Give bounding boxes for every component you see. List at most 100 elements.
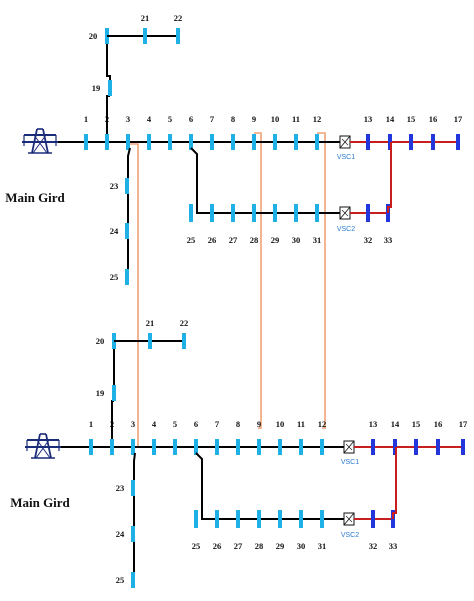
tie-line-3 [128,143,139,448]
lateral-bus-label-28: 28 [250,235,259,245]
bus-label-12: 12 [318,419,327,429]
bus-7 [210,134,214,150]
bus-22 [176,28,180,44]
lateral-3-25-line [133,452,136,580]
bus-label-3: 3 [126,114,130,124]
dc-bus-16 [436,439,440,455]
bus-9 [252,134,256,150]
bus-label-7: 7 [215,419,220,429]
bus-label-9: 9 [257,419,261,429]
bus-label-20: 20 [96,336,105,346]
bus-label-5: 5 [168,114,172,124]
lateral-bus-26 [210,204,214,222]
vsc2-converter-icon [339,206,351,220]
bus-12 [315,134,319,150]
vsc-mark [345,515,353,523]
bus-6 [189,134,193,150]
bus-label-4: 4 [147,114,152,124]
dc-bus-15 [414,439,418,455]
tower-brace-2 [32,134,47,154]
tie-line-12 [317,132,326,429]
lateral-3-25-line [127,147,131,277]
tower-brace-1 [36,439,51,459]
dc-line-14-33 [387,142,392,213]
bus-5 [173,439,177,455]
dc-bus-16 [431,134,435,150]
bus-label-10: 10 [271,114,280,124]
vsc-mark [341,209,349,217]
transmission-tower-icon [22,128,58,154]
vsc2-label: VSC2 [341,532,359,539]
vsc1-label: VSC1 [337,154,355,161]
bus-10 [278,439,282,455]
bus-2 [110,439,114,455]
bus-7 [215,439,219,455]
dc-bus-label-15: 15 [407,114,416,124]
bus-12 [320,439,324,455]
lateral-bus-label-27: 27 [234,541,243,551]
bus-label-3: 3 [131,419,135,429]
bus-label-21: 21 [146,318,155,328]
bus-5 [168,134,172,150]
dc-bus-label-32: 32 [369,541,378,551]
bus-4 [152,439,156,455]
dc-line-14-33 [392,447,397,519]
bus-label-23: 23 [116,483,125,493]
bus-label-9: 9 [252,114,256,124]
bus-label-7: 7 [210,114,215,124]
lateral-bus-label-30: 30 [297,541,306,551]
bus-label-22: 22 [174,13,183,23]
bus-label-19: 19 [96,388,105,398]
bus-22 [182,333,186,349]
lateral-bus-30 [299,510,303,528]
vsc1-label: VSC1 [341,459,359,466]
bus-label-10: 10 [276,419,285,429]
tie-line-9 [254,132,262,429]
bus-label-11: 11 [297,419,305,429]
lateral-bus-25 [189,204,193,222]
lateral-bus-27 [231,204,235,222]
bus-9 [257,439,261,455]
bus-label-12: 12 [313,114,322,124]
bus-label-24: 24 [110,226,119,236]
bus-label-5: 5 [173,419,177,429]
dc-bus-label-14: 14 [386,114,395,124]
dc-bus-label-16: 16 [434,419,443,429]
transmission-tower-icon [25,433,61,459]
bus-11 [294,134,298,150]
dc-bus-17 [456,134,460,150]
lateral-bus-label-31: 31 [313,235,322,245]
bus-label-8: 8 [231,114,235,124]
bus-1 [89,439,93,455]
lateral-6-31-line [190,147,340,214]
lateral-bus-label-31: 31 [318,541,327,551]
dc-bus-label-13: 13 [364,114,373,124]
lateral-bus-label-28: 28 [255,541,264,551]
lateral-bus-29 [273,204,277,222]
bus-label-6: 6 [189,114,193,124]
lateral-19-20-line [106,42,111,80]
bus-6 [194,439,198,455]
bus-3 [131,439,135,455]
lateral-bus-31 [320,510,324,528]
lateral-bus-31 [315,204,319,222]
bus-21 [143,28,147,44]
lateral-bus-label-26: 26 [213,541,222,551]
dc-bus-13 [366,134,370,150]
vsc2-converter-icon [343,512,355,526]
tower-brace-1 [33,134,48,154]
lateral-6-31-line [195,452,344,520]
bus-1 [84,134,88,150]
bus-10 [273,134,277,150]
bus-label-25: 25 [116,575,125,585]
bus-4 [147,134,151,150]
lateral-bus-label-26: 26 [208,235,217,245]
bus-label-25: 25 [110,272,119,282]
dc-bus-32 [371,510,375,528]
dc-bus-15 [409,134,413,150]
bus-25 [125,269,129,285]
bus-label-1: 1 [89,419,93,429]
bus-3 [126,134,130,150]
bus-label-8: 8 [236,419,240,429]
